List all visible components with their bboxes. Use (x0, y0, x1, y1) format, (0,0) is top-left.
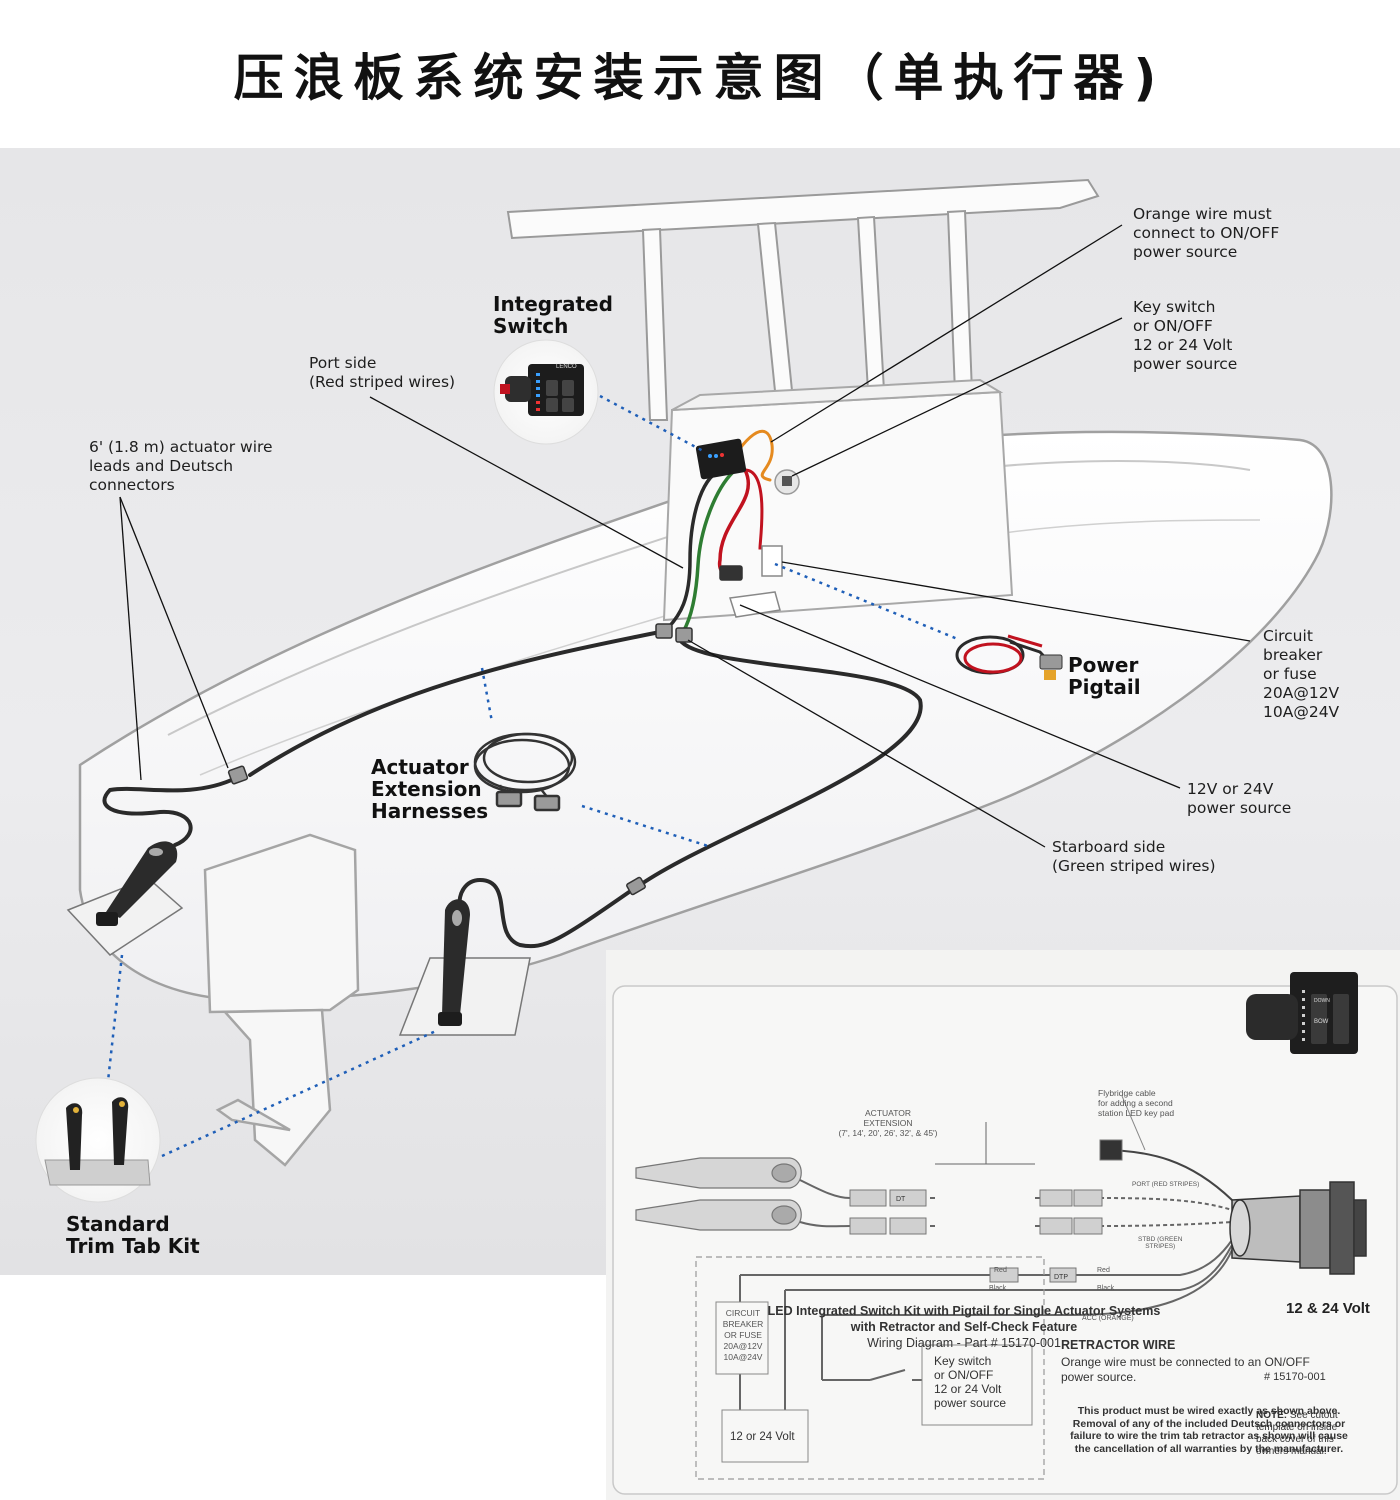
port-trim-tab (66, 841, 184, 956)
flybridge-label: Flybridge cable for adding a second stat… (1098, 1088, 1175, 1118)
integrated-switch-photo (493, 339, 599, 445)
starboard-side-label: Starboard side (Green striped wires) (1052, 838, 1216, 875)
manual-note: NOTE: See cutout template on inside back… (1256, 1410, 1338, 1458)
manual-connectors (849, 1139, 1123, 1283)
connector-dt-label: DT (896, 1196, 906, 1203)
manual-battery-label: 12 or 24 Volt (730, 1431, 795, 1443)
switch-brand: LENCO (556, 364, 577, 370)
manual-title-line1: LED Integrated Switch Kit with Pigtail f… (767, 1304, 1161, 1318)
actuator-bodies (635, 1157, 802, 1231)
outboard-motor (203, 833, 360, 1167)
deutsch-connectors (227, 565, 743, 896)
red-label-2: Red (1097, 1267, 1110, 1274)
manual-subtitle: Wiring Diagram - Part # 15170-001 (867, 1336, 1061, 1350)
black-label-2: Black (1097, 1285, 1115, 1292)
wiring-manual-inset: BOW DOWN (606, 950, 1400, 1500)
manual-part-number: # 15170-001 (1264, 1371, 1326, 1383)
circuit-breaker (761, 545, 783, 577)
port-cable (102, 630, 662, 847)
battery-box (721, 1409, 809, 1463)
actuator-extension-label: Actuator Extension Harnesses (371, 755, 489, 823)
manual-key-switch-label: Key switch or ON/OFF 12 or 24 Volt power… (934, 1354, 1007, 1410)
switch-down-label: DOWN (1314, 998, 1330, 1004)
switch-harness (666, 429, 780, 634)
circuit-breaker-label: Circuit breaker or fuse 20A@12V 10A@24V (1263, 627, 1340, 721)
retractor-text: Orange wire must be connected to an ON/O… (1061, 1355, 1310, 1384)
retractor-title: RETRACTOR WIRE (1061, 1338, 1176, 1352)
extension-harness-photo (473, 732, 577, 812)
warranty-warning: This product must be wired exactly as sh… (1070, 1405, 1348, 1455)
manual-note-text: See cutout template on inside back cover… (1256, 1410, 1338, 1457)
black-label-1: Black (989, 1285, 1007, 1292)
key-switch (774, 469, 800, 495)
switch-bow-label: BOW (1314, 1019, 1329, 1025)
dotted-leaders (105, 394, 961, 1158)
trim-tab-kit-photo (35, 1077, 161, 1203)
breaker-box (715, 1301, 769, 1375)
manual-title-line2: with Retractor and Self-Check Feature (850, 1320, 1078, 1334)
wiring-diagram: BOW DOWN (612, 972, 1398, 1495)
power-pigtail-photo (955, 634, 1063, 680)
connector-dtp-label: DTP (1054, 1274, 1068, 1281)
manual-breaker-label: CIRCUIT BREAKER OR FUSE 20A@12V 10A@24V (722, 1308, 764, 1362)
console-switch (695, 438, 747, 480)
power-source-label: 12V or 24V power source (1187, 780, 1292, 817)
actuator-extension-note: ACTUATOR EXTENSION (7', 14', 20', 26', 3… (838, 1108, 938, 1138)
manual-note-bold: NOTE: (1256, 1410, 1288, 1421)
integrated-switch-label: Integrated Switch (493, 292, 613, 338)
leader-lines (119, 224, 1251, 848)
key-switch-box (921, 1344, 1033, 1426)
page-title: 压浪板系统安装示意图（单执行器) (233, 49, 1167, 107)
orange-wire-label: Orange wire must connect to ON/OFF power… (1133, 205, 1280, 261)
kit-boundary (695, 1256, 1045, 1480)
manual-wires (739, 1149, 1233, 1410)
center-console (662, 378, 1014, 622)
power-pigtail-label: Power Pigtail (1068, 653, 1141, 699)
port-side-label: Port side (Red striped wires) (309, 354, 456, 391)
red-label-1: Red (994, 1267, 1007, 1274)
stbd-stripes-label: STBD (GREEN STRIPES) (1138, 1236, 1183, 1250)
starboard-trim-tab (398, 899, 531, 1036)
boat-illustration: LENCO (35, 178, 1333, 1203)
actuator-leads-label: 6' (1.8 m) actuator wire leads and Deuts… (89, 438, 273, 494)
trim-tab-kit-label: Standard Trim Tab Kit (66, 1212, 200, 1258)
key-switch-label: Key switch or ON/OFF 12 or 24 Volt power… (1133, 298, 1238, 373)
part-photo: BOW DOWN (1246, 972, 1358, 1054)
voltage-label: 12 & 24 Volt (1286, 1300, 1370, 1317)
port-stripes-label: PORT (RED STRIPES) (1132, 1181, 1200, 1188)
battery (729, 591, 781, 618)
extension-break (935, 1160, 1035, 1250)
switch-side-view (1229, 1181, 1367, 1275)
acc-orange-label: ACC (ORANGE) (1082, 1315, 1134, 1322)
starboard-cable (457, 638, 923, 949)
